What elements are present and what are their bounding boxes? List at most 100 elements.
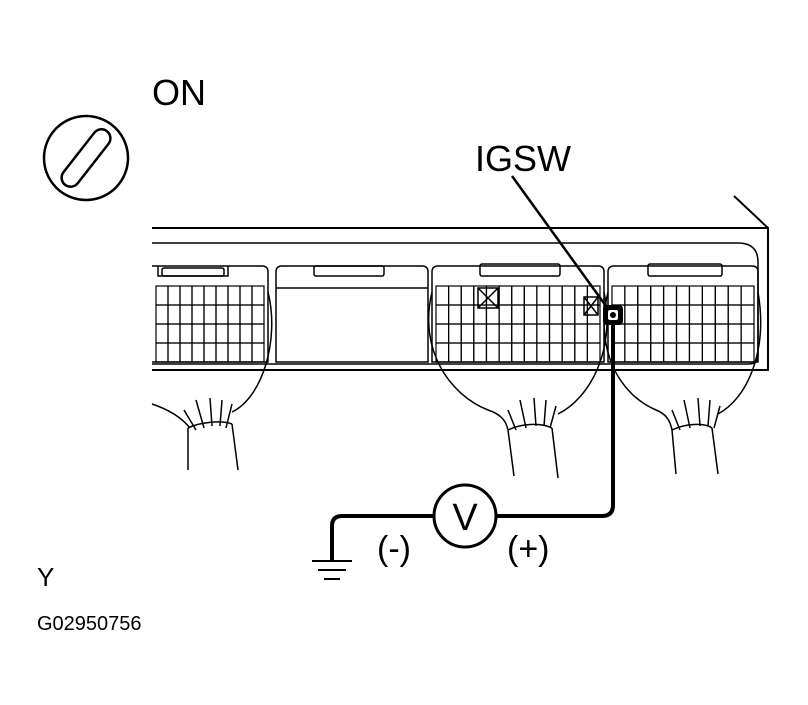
connector-pin <box>727 304 742 325</box>
connector-pin <box>251 304 265 325</box>
connector-pin <box>586 323 601 344</box>
connector-pin <box>675 304 690 325</box>
connector-pin <box>511 323 525 344</box>
connector-pin <box>179 285 193 306</box>
probe-tip <box>603 305 623 325</box>
connector-pin <box>155 304 169 325</box>
harness-1 <box>151 291 273 471</box>
connector-pin <box>239 323 253 344</box>
connector-pin <box>215 304 229 325</box>
connector-pin <box>740 285 755 306</box>
connector-pin <box>215 285 229 306</box>
connector-pin <box>650 304 665 325</box>
connector-pin <box>523 304 538 325</box>
ignition-switch-icon <box>42 114 130 202</box>
connector-pin <box>251 342 265 363</box>
harness-3 <box>427 291 608 479</box>
connector-pin <box>251 323 265 344</box>
ecu-body <box>152 195 769 371</box>
connector-pin <box>574 342 588 363</box>
connector-pin <box>624 342 639 363</box>
connector-pin <box>167 304 181 325</box>
connector-pin <box>498 304 513 325</box>
connector-pin <box>227 342 241 363</box>
connector-pin <box>227 323 241 344</box>
connector-pin <box>574 285 588 306</box>
terminal-label: IGSW <box>475 138 571 179</box>
connector-pin <box>167 323 181 344</box>
connector-1-pins <box>155 285 265 363</box>
connector-pin <box>536 342 551 363</box>
connector-pin <box>191 304 205 325</box>
connector-pin <box>239 285 253 306</box>
connector-pin <box>203 285 217 306</box>
connector-pin <box>561 323 576 344</box>
connector-pin <box>637 304 652 325</box>
connector-pin <box>227 304 241 325</box>
connector-pin <box>637 342 652 363</box>
connector-pin <box>561 285 576 306</box>
code-letter: Y <box>37 562 54 592</box>
connector-pin <box>485 323 500 344</box>
connector-pin <box>714 323 729 344</box>
connector-pin <box>662 323 678 344</box>
connector-pin <box>523 323 538 344</box>
connector-pin <box>675 342 690 363</box>
connector-pin <box>662 285 678 306</box>
connector-pin <box>548 285 563 306</box>
connector-pin <box>203 342 217 363</box>
connector-pin <box>727 323 742 344</box>
connector-pin <box>688 342 703 363</box>
ground-icon <box>312 560 352 580</box>
connector-pin <box>485 342 500 363</box>
connector-pin <box>536 323 551 344</box>
connector-pin <box>727 342 742 363</box>
connector-pin <box>473 323 487 344</box>
connector-pin <box>536 285 551 306</box>
connector-pin <box>740 304 755 325</box>
voltmeter-symbol: V <box>452 497 478 539</box>
connector-pin <box>740 323 755 344</box>
connector-pin <box>227 285 241 306</box>
connector-pin <box>548 323 563 344</box>
connector-pin <box>662 342 678 363</box>
connector-pin <box>688 323 703 344</box>
connector-pin <box>179 304 193 325</box>
connector-pin <box>435 304 450 325</box>
connector-pin <box>179 342 193 363</box>
figure-id: G02950756 <box>37 613 142 635</box>
connector-pin <box>561 304 576 325</box>
connector-pin <box>435 285 450 306</box>
connector-pin <box>624 285 639 306</box>
connector-pin <box>574 323 588 344</box>
connector-pin <box>239 304 253 325</box>
connector-pin <box>435 323 450 344</box>
positive-lead-label: (+) <box>507 530 550 568</box>
connector-pin <box>523 285 538 306</box>
connector-pin <box>460 342 475 363</box>
connector-pin <box>650 323 665 344</box>
connector-pin <box>714 342 729 363</box>
switch-state-label: ON <box>152 72 206 113</box>
connector-pin <box>675 323 690 344</box>
connector-pin <box>523 342 538 363</box>
connector-pin <box>548 304 563 325</box>
connector-pin <box>179 323 193 344</box>
connector-pin <box>727 285 742 306</box>
connector-pin <box>511 304 525 325</box>
connector-4 <box>607 263 759 363</box>
connector-pin <box>215 342 229 363</box>
connector-pin <box>611 285 626 306</box>
connector-pin <box>215 323 229 344</box>
connector-pin <box>586 342 601 363</box>
connector-3-pins <box>435 285 601 363</box>
connector-pin <box>167 285 181 306</box>
connector-pin <box>637 323 652 344</box>
connector-pin <box>155 323 169 344</box>
connector-pin <box>701 323 716 344</box>
connector-3-unused-pin-marks <box>477 287 599 316</box>
connector-pin <box>511 285 525 306</box>
voltmeter-circuit <box>330 325 615 560</box>
connector-pin <box>624 304 639 325</box>
